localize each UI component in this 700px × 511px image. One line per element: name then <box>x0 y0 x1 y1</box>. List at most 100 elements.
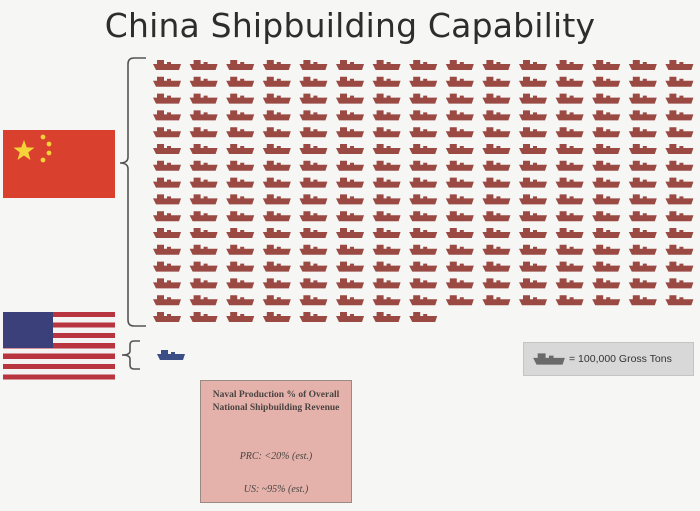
china-ship-icon <box>519 261 547 272</box>
china-ship-icon <box>336 244 364 255</box>
china-ship-icon <box>519 76 547 87</box>
china-ship-icon <box>592 93 621 104</box>
china-ship-icon <box>409 60 438 70</box>
china-ship-icon <box>336 211 364 222</box>
china-ship-icon <box>299 76 328 87</box>
china-flag-large-star <box>13 140 35 160</box>
china-ship-icon <box>153 76 181 87</box>
china-ship-icon <box>592 76 621 87</box>
china-ship-icon <box>409 228 438 238</box>
china-ship-icon <box>555 211 584 222</box>
china-ship-icon <box>336 177 364 188</box>
china-ship-icon <box>519 228 547 238</box>
china-ship-icon <box>519 295 547 306</box>
china-ship-icon <box>299 312 328 322</box>
china-ship-icon <box>153 312 181 322</box>
china-ship-icon <box>519 160 547 171</box>
legend: = 100,000 Gross Tons <box>523 342 694 376</box>
china-ship-icon <box>665 60 694 70</box>
us-bracket <box>121 340 140 370</box>
china-ship-icon <box>189 312 218 322</box>
china-ship-icon <box>189 76 218 87</box>
china-ship-icon <box>628 60 657 70</box>
china-ship-icon <box>336 144 364 154</box>
china-ship-icon <box>482 160 511 171</box>
china-ship-icon <box>445 295 474 306</box>
china-ship-icon <box>445 160 474 171</box>
china-ship-icon <box>628 278 657 289</box>
china-ship-icon <box>445 93 474 104</box>
china-ship-icon <box>482 194 511 205</box>
china-ship-icon <box>262 244 291 255</box>
china-ship-icon <box>409 127 438 138</box>
china-flag-small-star <box>40 134 46 140</box>
china-ship-icon <box>592 278 621 289</box>
china-ship-icon <box>628 177 657 188</box>
china-ship-icon <box>445 261 474 272</box>
china-ship-icon <box>592 144 621 154</box>
china-ship-icon <box>262 211 291 222</box>
china-ship-icon <box>299 60 328 70</box>
china-ship-icon <box>226 76 255 87</box>
china-ship-icon <box>555 261 584 272</box>
china-ship-icon <box>189 144 218 154</box>
china-ship-icon <box>409 110 438 121</box>
china-ship-icon <box>445 76 474 87</box>
china-ship-icon <box>299 93 328 104</box>
china-ship-icon <box>336 194 364 205</box>
china-ship-icon <box>226 60 255 70</box>
china-ship-icon <box>409 144 438 154</box>
china-ship-icon <box>226 177 255 188</box>
china-ship-icon <box>336 93 364 104</box>
china-ship-icon <box>299 278 328 289</box>
china-ship-icon <box>299 127 328 138</box>
china-ship-icon <box>372 194 401 205</box>
china-ship-icon <box>628 127 657 138</box>
china-ship-icon <box>336 295 364 306</box>
china-ship-icon <box>592 228 621 238</box>
china-ship-icon <box>336 160 364 171</box>
china-ship-icon <box>665 244 694 255</box>
china-ship-icon <box>445 177 474 188</box>
china-ship-icon <box>189 278 218 289</box>
china-ship-icon <box>189 177 218 188</box>
china-ship-icon <box>519 127 547 138</box>
china-ship-icon <box>592 261 621 272</box>
china-ship-icon <box>592 127 621 138</box>
china-ship-icon <box>592 194 621 205</box>
china-ship-icon <box>628 76 657 87</box>
china-ship-icon <box>409 278 438 289</box>
china-ship-icon <box>153 60 181 70</box>
china-ship-icon <box>372 93 401 104</box>
china-ship-icon <box>519 144 547 154</box>
china-ship-icon <box>665 76 694 87</box>
china-ship-icon <box>262 278 291 289</box>
china-ship-icon <box>189 295 218 306</box>
china-ship-icon <box>226 93 255 104</box>
china-ship-icon <box>409 177 438 188</box>
china-ship-icon <box>482 60 511 70</box>
china-ship-icon <box>189 261 218 272</box>
china-ship-icon <box>262 144 291 154</box>
china-ship-icon <box>409 211 438 222</box>
china-ship-icon <box>153 278 181 289</box>
china-ship-icon <box>372 261 401 272</box>
note-heading: Naval Production % of Overall National S… <box>212 390 340 413</box>
china-ship-icon <box>409 76 438 87</box>
china-ship-icon <box>555 177 584 188</box>
china-ship-icon <box>336 76 364 87</box>
china-ship-icon <box>372 110 401 121</box>
china-ship-icon <box>482 76 511 87</box>
china-ship-icon <box>555 60 584 70</box>
china-ship-icon <box>153 110 181 121</box>
china-ship-icon <box>445 278 474 289</box>
china-ship-icon <box>665 261 694 272</box>
china-ship-icon <box>592 177 621 188</box>
china-ship-icon <box>299 261 328 272</box>
china-ship-icon <box>445 211 474 222</box>
china-ship-icon <box>482 110 511 121</box>
china-ship-icon <box>226 228 255 238</box>
china-ship-icon <box>262 127 291 138</box>
china-ship-icon <box>372 177 401 188</box>
china-ship-icon <box>226 312 255 322</box>
